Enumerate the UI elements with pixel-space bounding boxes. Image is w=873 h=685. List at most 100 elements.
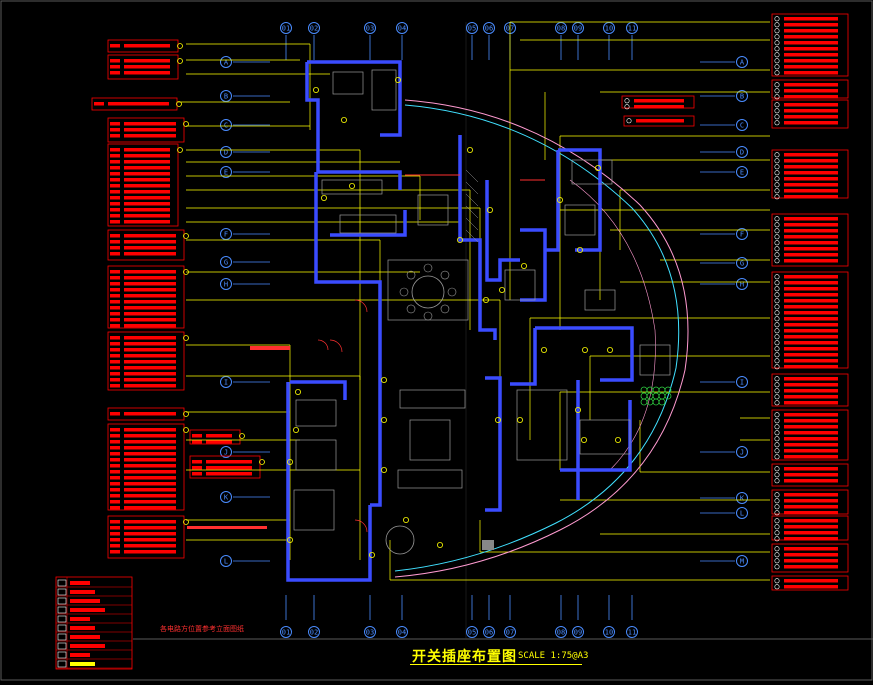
legend-text-bar xyxy=(124,306,176,310)
legend-text-bar xyxy=(124,148,170,152)
legend-text-bar xyxy=(784,217,838,221)
axis-bubble-bottom xyxy=(603,626,615,638)
axis-bubble-bottom-label: 08 xyxy=(557,629,565,637)
legend-text-bar xyxy=(206,460,252,464)
legend-text-bar xyxy=(634,105,684,109)
socket-symbol xyxy=(774,442,780,448)
socket-symbol xyxy=(774,558,780,564)
socket-symbol xyxy=(774,388,780,394)
legend-symbol-bar xyxy=(110,532,120,536)
legend-text-bar xyxy=(784,109,838,113)
legend-symbol-bar xyxy=(110,482,120,486)
axis-bubble-right xyxy=(736,446,748,458)
socket-symbol xyxy=(774,504,780,510)
socket-symbol xyxy=(774,182,780,188)
socket-symbol xyxy=(774,252,780,258)
legend-text-bar xyxy=(124,372,176,376)
furniture-outline xyxy=(516,389,568,461)
wall-segment xyxy=(545,150,560,252)
legend-text-bar xyxy=(784,293,838,297)
legend-text-bar xyxy=(124,366,176,370)
drawing-title: 开关插座布置图 xyxy=(412,649,517,665)
legend-symbol-bar xyxy=(110,464,120,468)
legend-text-bar xyxy=(124,246,176,250)
axis-bubble-bottom-label: 04 xyxy=(398,629,406,637)
legend-symbol-bar xyxy=(110,148,120,152)
legend-text-bar xyxy=(784,299,838,303)
legend-box-right xyxy=(771,543,849,573)
plant-symbol xyxy=(640,398,648,406)
socket-symbol xyxy=(774,164,780,170)
axis-bubble-right-label: M xyxy=(740,558,744,566)
axis-bubble-bottom-label: 05 xyxy=(468,629,476,637)
socket-symbol-plan xyxy=(582,346,589,353)
axis-bubble-bottom xyxy=(626,626,638,638)
legend-symbol-bar xyxy=(110,44,120,48)
legend-text-bar xyxy=(124,532,176,536)
socket-symbol xyxy=(774,334,780,340)
legend-text-bar xyxy=(124,134,176,138)
legend-symbol-bar xyxy=(110,372,120,376)
legend-text-bar xyxy=(784,443,838,447)
axis-bubble-top xyxy=(280,22,292,34)
socket-symbol xyxy=(774,524,780,530)
legend-text-bar xyxy=(784,323,838,327)
title-underline xyxy=(410,664,582,665)
door-swing xyxy=(329,339,343,353)
furniture-outline xyxy=(584,289,616,311)
axis-bubble-right-label: A xyxy=(740,59,745,67)
socket-symbol-plan xyxy=(320,194,327,201)
socket-symbol xyxy=(774,340,780,346)
legend-symbol-bar xyxy=(110,306,120,310)
plant-symbol xyxy=(652,398,660,406)
axis-bubble-left-label: H xyxy=(224,281,228,289)
legend-text-bar xyxy=(634,99,684,103)
wall-segment xyxy=(330,210,407,237)
red-label-tag xyxy=(187,526,267,529)
legend-symbol-bar xyxy=(110,134,120,138)
legend-symbol-bar xyxy=(110,550,120,554)
furniture-outline xyxy=(295,439,337,471)
socket-symbol xyxy=(774,424,780,430)
socket-symbol-plan xyxy=(436,542,443,549)
legend-box-right xyxy=(771,463,849,487)
socket-symbol xyxy=(774,152,780,158)
socket-symbol-plan xyxy=(380,416,387,423)
legend-text-bar xyxy=(784,479,838,483)
legend-text-bar xyxy=(124,428,176,432)
axis-bubble-left-label: K xyxy=(224,494,229,502)
legend-text-bar xyxy=(784,17,838,21)
socket-symbol xyxy=(774,188,780,194)
socket-symbol-plan xyxy=(581,436,588,443)
axis-bubble-right xyxy=(736,166,748,178)
legend-symbol-bar xyxy=(110,446,120,450)
legend-symbol-bar xyxy=(110,538,120,542)
legend-text-bar xyxy=(124,220,170,224)
legend-text-bar xyxy=(124,324,176,328)
legend-text-bar xyxy=(784,473,838,477)
socket-symbol xyxy=(774,194,780,200)
hatch-line xyxy=(465,169,479,183)
dining-table xyxy=(411,275,445,309)
socket-symbol-plan xyxy=(517,416,524,423)
legend-text-bar xyxy=(124,59,170,63)
legend-symbol-bar xyxy=(110,154,120,158)
axis-bubble-left xyxy=(220,146,232,158)
axis-bubble-top-label: 06 xyxy=(485,25,493,33)
furniture-outline xyxy=(409,419,451,461)
legend-text-bar xyxy=(784,341,838,345)
socket-symbol xyxy=(774,492,780,498)
dining-chair xyxy=(423,263,433,273)
legend-box-left xyxy=(107,265,185,329)
legend-text-bar xyxy=(124,71,170,75)
hatch-line xyxy=(465,229,479,243)
socket-symbol xyxy=(774,584,780,590)
wall-segment xyxy=(286,382,372,582)
legend-text-bar xyxy=(124,378,176,382)
legend-text-bar xyxy=(784,395,838,399)
legend-symbol-bar xyxy=(110,412,120,416)
legend-symbol-bar xyxy=(110,428,120,432)
legend-text-bar xyxy=(124,488,176,492)
legend-symbol-bar xyxy=(110,366,120,370)
socket-symbol xyxy=(183,411,189,417)
